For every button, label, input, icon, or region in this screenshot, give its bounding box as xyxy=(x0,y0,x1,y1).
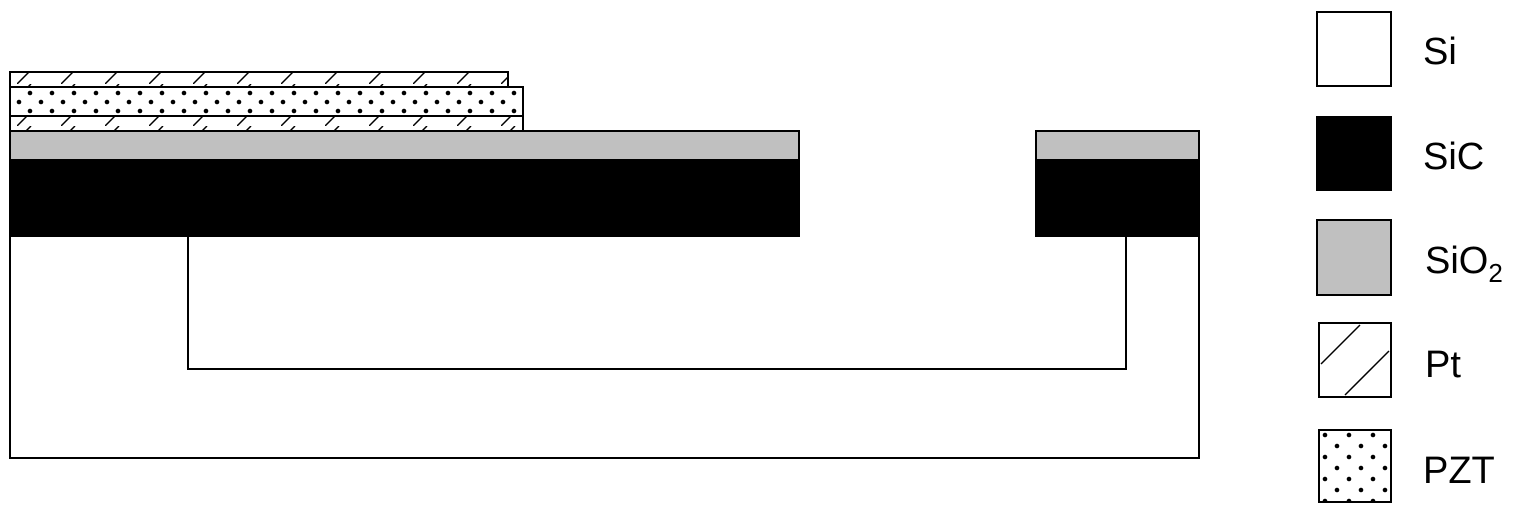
legend-swatch-pt-hatch xyxy=(1344,350,1390,396)
pt-top-electrode xyxy=(9,71,509,88)
legend-swatch-sio2 xyxy=(1316,219,1392,296)
sio2-layer-right xyxy=(1035,130,1200,161)
sio2-layer-left xyxy=(9,130,800,161)
sic-layer-right xyxy=(1035,159,1200,237)
legend-label-si: Si xyxy=(1423,31,1457,73)
legend-item-sio2: SiO2 xyxy=(1316,219,1503,296)
pzt-film xyxy=(9,86,524,117)
legend-item-pt: Pt xyxy=(1318,322,1461,398)
sic-layer-left xyxy=(9,159,800,237)
legend-swatch-pzt xyxy=(1318,429,1392,503)
legend: Si SiC SiO2 Pt PZT xyxy=(1316,11,1503,503)
legend-label-sio2-subscript: 2 xyxy=(1488,258,1502,288)
legend-item-pzt: PZT xyxy=(1318,429,1495,503)
legend-swatch-pt-hatch xyxy=(1320,324,1361,365)
legend-label-pzt: PZT xyxy=(1423,450,1495,492)
si-substrate xyxy=(9,235,1200,459)
legend-label-sio2: SiO2 xyxy=(1425,240,1503,288)
legend-swatch-si xyxy=(1316,11,1392,87)
legend-label-pt: Pt xyxy=(1425,344,1461,386)
legend-swatch-sic xyxy=(1316,116,1392,191)
pt-bottom-electrode xyxy=(9,115,524,132)
legend-label-sic: SiC xyxy=(1423,136,1484,178)
legend-item-sic: SiC xyxy=(1316,116,1484,191)
legend-item-si: Si xyxy=(1316,11,1457,87)
